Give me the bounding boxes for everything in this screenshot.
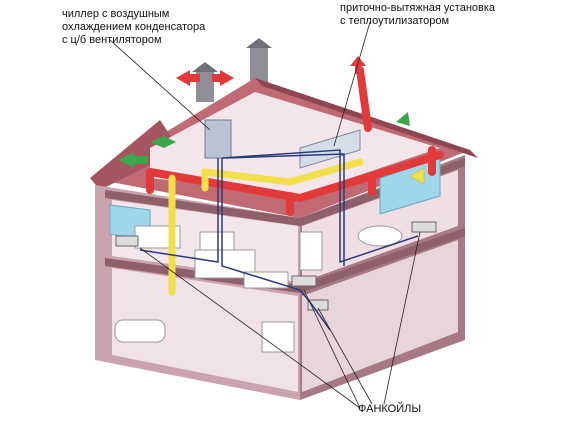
fancoil-unit	[115, 235, 139, 247]
chiller-unit	[204, 119, 232, 159]
fancoil-unit	[307, 299, 329, 311]
label-chiller-line-3: с ц/б вентилятором	[62, 34, 162, 46]
label-ahu: приточно-вытяжная установка с теплоутили…	[340, 2, 495, 28]
fancoil-unit	[411, 221, 437, 233]
leader-lines	[109, 21, 421, 409]
supply-ducts	[146, 66, 444, 216]
arrow-green-icon	[118, 112, 410, 168]
room-lower-left	[112, 268, 298, 392]
air-handling-unit	[299, 129, 361, 169]
roof-side-left	[90, 120, 180, 190]
label-chiller: чиллер с воздушным охлаждением конденсат…	[62, 8, 205, 47]
water-pipes	[139, 149, 419, 331]
label-chiller-line-1: чиллер с воздушным	[62, 8, 170, 20]
armchair	[357, 225, 403, 247]
arrow-yellow-icon	[409, 167, 425, 185]
bathtub	[114, 319, 166, 343]
label-fancoils: ФАНКОЙЛЫ	[358, 403, 422, 415]
vent-cap-left	[192, 62, 218, 72]
chimney-cap	[246, 38, 272, 48]
vent-pipe-left	[196, 72, 214, 102]
chimney	[250, 48, 268, 88]
fancoil-unit	[291, 275, 317, 287]
label-ahu-line-1: приточно-вытяжная установка	[340, 2, 496, 14]
label-ahu-line-2: с теплоутилизатором	[340, 15, 450, 27]
kitchen-cabinet	[199, 231, 235, 251]
boiler	[261, 321, 295, 353]
label-chiller-line-2: охлаждением конденсатора	[62, 21, 206, 33]
ceiling-slab	[105, 158, 465, 226]
return-ducts	[168, 158, 364, 296]
arrow-red-icon	[176, 56, 366, 86]
refrigerator	[299, 231, 323, 271]
room-lower-right	[302, 240, 458, 392]
